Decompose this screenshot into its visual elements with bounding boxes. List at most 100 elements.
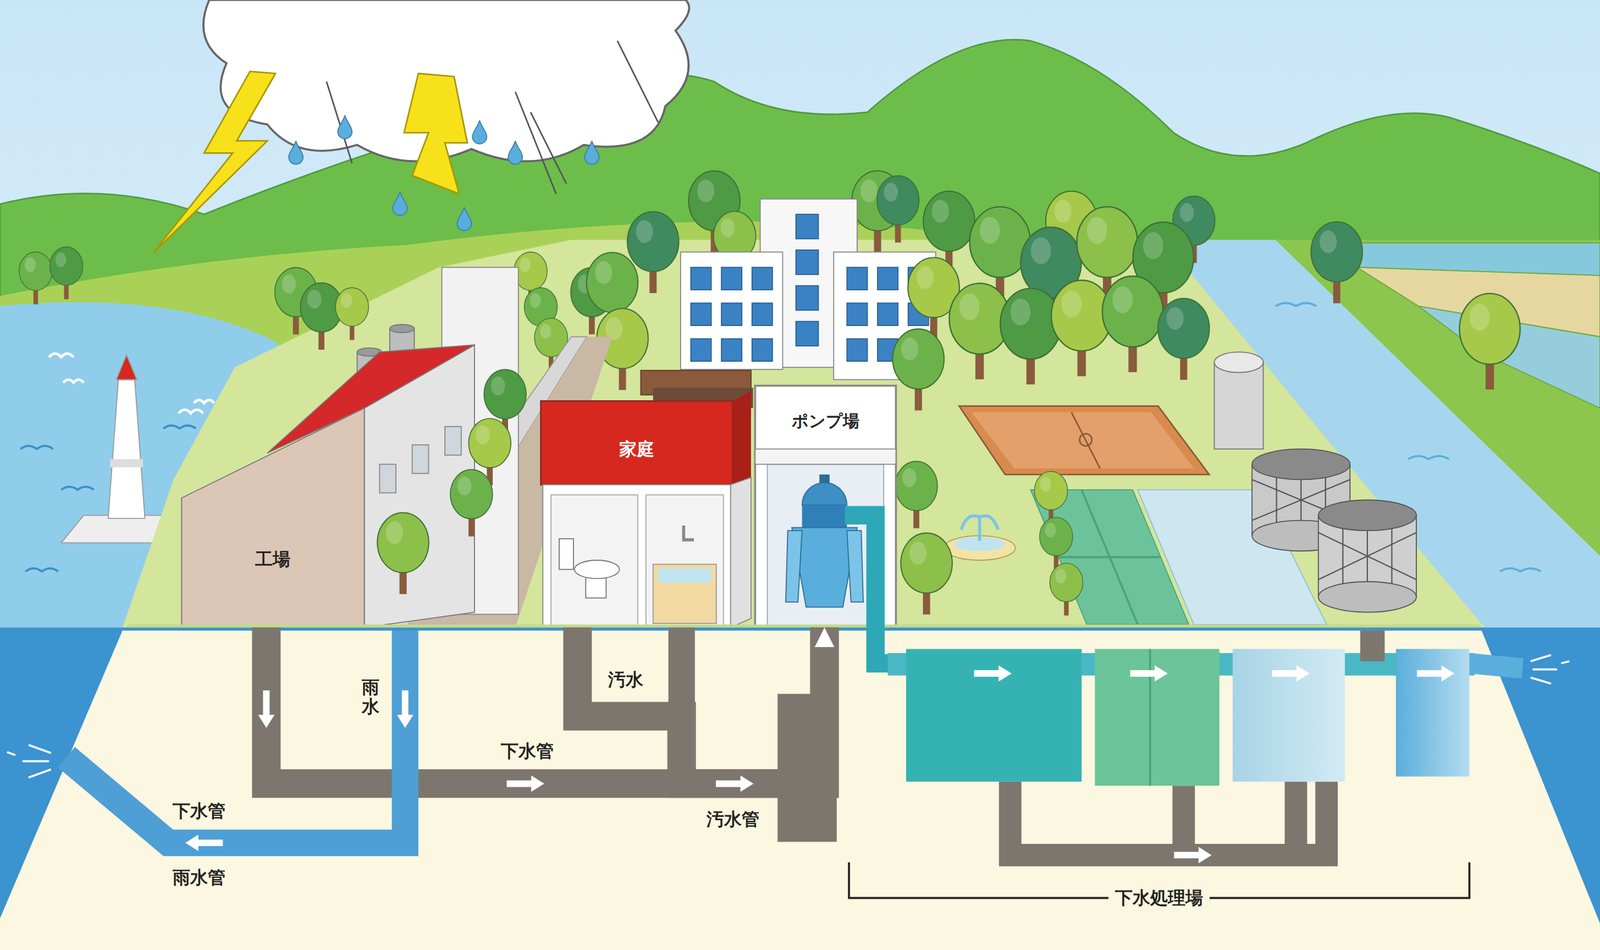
house-building xyxy=(683,525,694,540)
rain-pipe xyxy=(66,630,406,843)
pipe-label: 下水管 xyxy=(498,740,556,762)
house-building xyxy=(653,564,717,624)
trees-far xyxy=(1310,222,1363,304)
trees-near xyxy=(1000,288,1061,385)
trees-plant-side xyxy=(895,461,938,529)
house-building xyxy=(559,538,574,570)
treatment-plant-surface xyxy=(1214,362,1263,450)
factory-building xyxy=(267,344,475,454)
rain xyxy=(456,207,472,231)
trees-plant-side xyxy=(1049,563,1083,616)
flow-arrow xyxy=(185,834,223,852)
flow-arrow xyxy=(715,775,754,793)
treatment-plant-surface xyxy=(1318,499,1417,531)
office-building xyxy=(721,267,742,290)
treatment-plant-surface xyxy=(1079,433,1092,446)
treatment-plant-surface xyxy=(971,412,1195,469)
treatment-plant-surface xyxy=(1071,412,1101,469)
rain xyxy=(584,140,599,165)
pipe-label: 下水管 xyxy=(170,800,228,822)
pipes-underground xyxy=(7,745,52,778)
factory-building xyxy=(444,426,462,456)
rain xyxy=(472,120,487,145)
pump-building xyxy=(767,464,885,628)
treatment-tanks xyxy=(1130,665,1168,682)
treatment-tanks xyxy=(1094,648,1219,786)
office-building xyxy=(690,338,711,362)
pipe-label: 汚水管 xyxy=(704,808,762,830)
office-building xyxy=(877,302,898,326)
house-building xyxy=(542,484,731,628)
factory-building xyxy=(379,464,396,494)
sea xyxy=(0,627,1600,950)
treatment-tanks xyxy=(1149,648,1152,786)
lighthouse xyxy=(116,355,137,380)
treatment-tanks xyxy=(1232,648,1345,782)
factory-building xyxy=(181,407,364,628)
trees-roadside xyxy=(450,469,493,537)
treatment-plant-surface xyxy=(944,351,1417,625)
rain xyxy=(337,115,352,140)
pipes-underground xyxy=(1469,663,1523,669)
factory-box: 工場 xyxy=(181,403,364,628)
node-label: 工場 xyxy=(255,548,291,570)
rain xyxy=(515,91,556,195)
office-building xyxy=(721,302,742,326)
pipes-underground xyxy=(1360,630,1386,662)
treatment-plant-surface xyxy=(1081,489,1138,625)
trees-near xyxy=(335,287,369,340)
trees-far xyxy=(876,175,920,244)
office-building xyxy=(846,338,868,362)
rain xyxy=(508,140,523,165)
pipes-underground xyxy=(7,515,1570,855)
pipes-underground xyxy=(1530,655,1570,684)
pump-building xyxy=(754,449,896,465)
office-building xyxy=(690,267,711,290)
sewer-pipe xyxy=(266,627,825,784)
house-building xyxy=(658,568,712,583)
trees-near xyxy=(1102,276,1163,373)
trees-near xyxy=(1459,293,1520,390)
factory-building xyxy=(181,267,518,628)
rain xyxy=(393,191,408,216)
lighthouse xyxy=(109,459,143,468)
office-building xyxy=(796,214,819,240)
rain xyxy=(617,40,659,123)
pipe-label: 雨水 xyxy=(359,676,382,717)
factory-building xyxy=(412,444,429,474)
trees-plant-side xyxy=(1039,517,1073,570)
lightning xyxy=(404,73,468,195)
pipe-label: 汚水 xyxy=(605,669,646,691)
treatment-tanks xyxy=(974,665,1012,682)
trees-near xyxy=(300,282,343,350)
flow-arrow xyxy=(396,690,414,728)
node-label: 家庭 xyxy=(619,438,655,460)
office-building xyxy=(752,302,773,326)
rain xyxy=(326,81,352,163)
office-building xyxy=(752,267,773,290)
lightning xyxy=(152,71,276,253)
treatment-plant-surface xyxy=(959,406,1210,475)
pump-building xyxy=(802,482,848,506)
rain xyxy=(530,112,567,184)
office-building xyxy=(877,267,898,290)
treatment-plant-surface xyxy=(1214,351,1263,373)
pump-building xyxy=(802,505,848,528)
factory-building xyxy=(389,324,415,333)
trees-roadside xyxy=(377,512,429,594)
house-building xyxy=(550,494,638,628)
treatment-tanks xyxy=(1396,648,1470,777)
lighthouse xyxy=(108,379,146,518)
trees-near xyxy=(1051,280,1112,377)
pump-building xyxy=(785,530,803,603)
trees-plant-side xyxy=(900,533,953,615)
rain xyxy=(288,40,659,231)
treatment-plant-surface xyxy=(961,515,998,541)
treatment-tanks xyxy=(1416,665,1455,682)
treatment-plant-surface xyxy=(1318,581,1417,613)
